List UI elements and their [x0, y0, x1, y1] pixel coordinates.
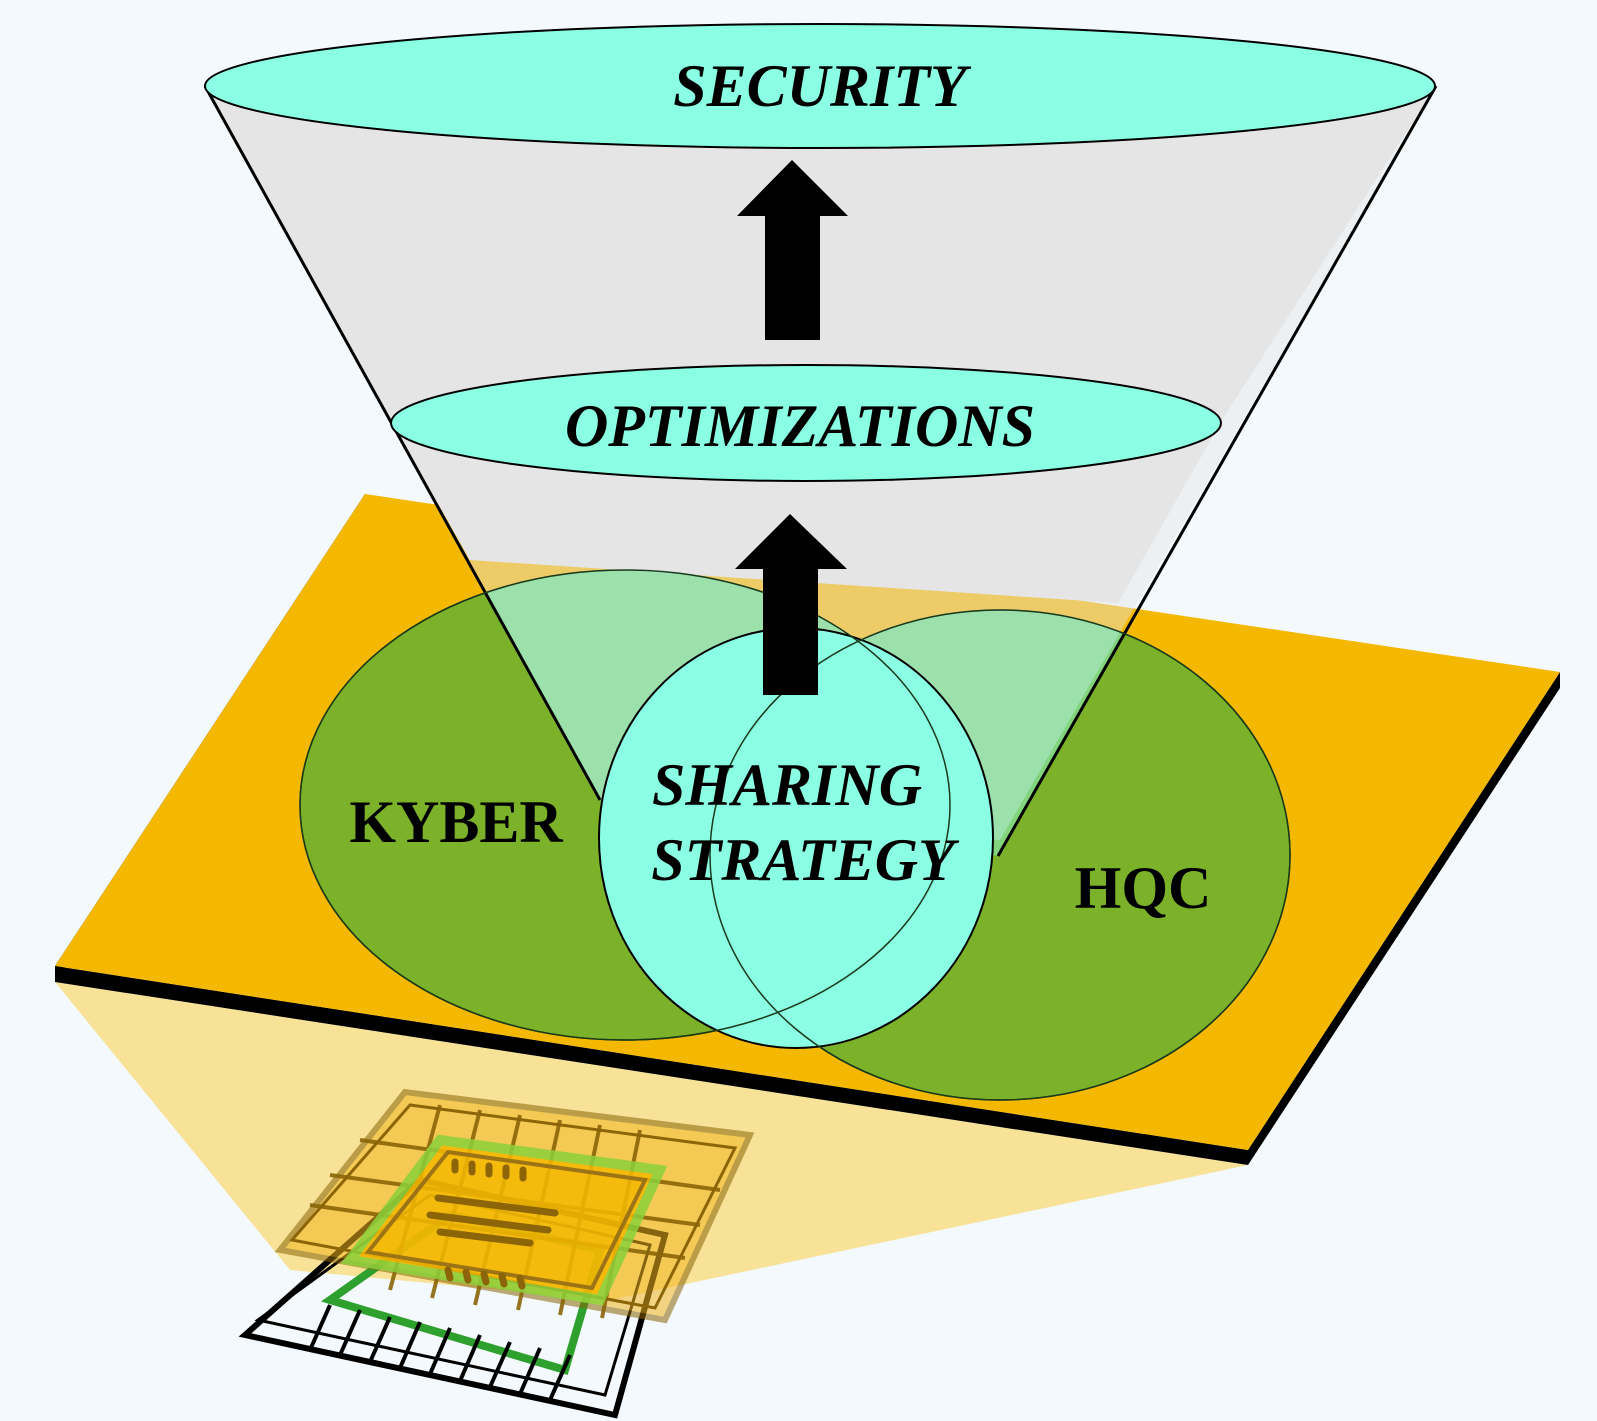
security-ellipse: [204, 23, 1436, 149]
strategy-label: STRATEGY: [651, 827, 960, 893]
funnel-cone-upper: [205, 86, 1436, 420]
security-label: SECURITY: [673, 53, 972, 119]
sharing-label: SHARING: [652, 752, 922, 818]
funnel-edge-left: [203, 85, 602, 801]
arrow-up-icon: [737, 160, 848, 340]
optimizations-label: OPTIMIZATIONS: [565, 393, 1035, 459]
arrow-up-icon: [735, 514, 847, 695]
microchip-icon: [238, 1088, 755, 1419]
kyber-label: KYBER: [349, 789, 563, 855]
funnel-edge-right: [996, 85, 1438, 857]
optimizations-ellipse: [390, 364, 1222, 482]
hqc-label: HQC: [1075, 855, 1212, 921]
